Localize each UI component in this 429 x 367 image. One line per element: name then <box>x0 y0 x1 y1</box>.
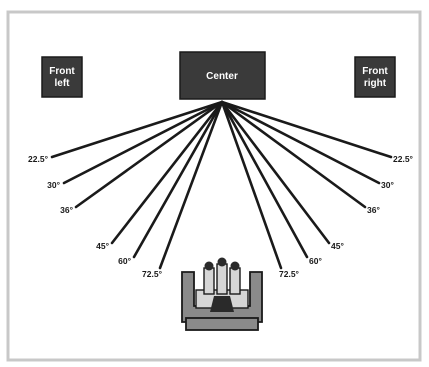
ray-left-6 <box>158 100 224 270</box>
ray-left-4 <box>110 100 224 245</box>
ray-right-5 <box>220 100 309 259</box>
angle-label-left-5: 60° <box>118 256 131 266</box>
ray-left-3 <box>74 100 224 209</box>
angle-label-right-1: 22.5° <box>393 154 414 164</box>
ray-right-1 <box>220 100 393 159</box>
ray-right-6 <box>220 100 283 270</box>
angle-label-left-2: 30° <box>47 180 60 190</box>
rays-right <box>220 100 393 270</box>
angle-label-left-3: 36° <box>60 205 73 215</box>
angle-label-right-6: 72.5° <box>279 269 300 279</box>
rays-left <box>50 100 224 270</box>
ray-left-2 <box>62 100 224 185</box>
ray-right-2 <box>220 100 381 185</box>
angle-label-right-2: 30° <box>381 180 394 190</box>
angle-label-left-1: 22.5° <box>28 154 49 164</box>
ray-right-3 <box>220 100 367 209</box>
angle-label-right-4: 45° <box>331 241 344 251</box>
front-right-speaker-label-line1: Front <box>362 66 388 77</box>
ray-left-5 <box>132 100 224 259</box>
angle-label-left-6: 72.5° <box>142 269 163 279</box>
front-right-speaker-label-line2: right <box>364 78 387 89</box>
front-left-speaker: Front left <box>41 56 83 98</box>
angle-label-left-4: 45° <box>96 241 109 251</box>
ray-right-4 <box>220 100 331 245</box>
angle-labels-left: 22.5° 30° 36° 45° 60° 72.5° <box>28 154 163 279</box>
angle-label-right-5: 60° <box>309 256 322 266</box>
front-left-speaker-label-line2: left <box>55 78 71 89</box>
front-left-speaker-label-line1: Front <box>49 66 75 77</box>
front-right-speaker: Front right <box>354 56 396 98</box>
listener-couch-icon <box>181 257 263 331</box>
center-speaker-label: Center <box>206 71 238 82</box>
angle-labels-right: 22.5° 30° 36° 45° 60° 72.5° <box>279 154 414 279</box>
angle-label-right-3: 36° <box>367 205 380 215</box>
center-speaker: Center <box>179 51 266 100</box>
ray-left-1 <box>50 100 224 159</box>
